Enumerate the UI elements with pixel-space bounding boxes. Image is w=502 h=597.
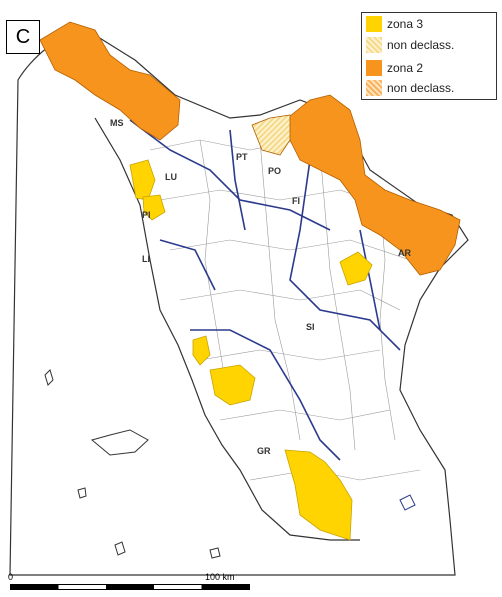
legend-label-zone3: zona 3 — [387, 17, 424, 31]
legend-swatch-zone2 — [366, 60, 382, 76]
legend-swatch-zone2-nondecl — [366, 80, 382, 96]
city-label-fi: FI — [292, 196, 300, 206]
city-label-ms: MS — [110, 118, 124, 128]
islands — [44, 369, 416, 559]
coastline — [94, 117, 360, 541]
zone2-areas — [39, 21, 461, 276]
city-label-ar: AR — [398, 248, 411, 258]
city-label-po: PO — [268, 166, 282, 176]
scale-end-label: 100 km — [205, 572, 235, 582]
city-label-lu: LU — [165, 172, 177, 182]
city-label-si: SI — [306, 322, 315, 332]
legend-row-zone3: zona 3 — [366, 16, 423, 32]
city-label-li: LI — [142, 254, 150, 264]
legend-row-zone2: zona 2 — [366, 60, 423, 76]
legend-swatch-zone3-nondecl — [366, 37, 382, 53]
legend-label-zone3-nondecl: non declass. — [387, 38, 455, 52]
province-borders — [129, 119, 401, 461]
legend: zona 3 non declass. zona 2 non declass. — [361, 12, 497, 100]
panel-label: C — [6, 20, 40, 54]
legend-row-zone3-nondecl: non declass. — [366, 37, 454, 53]
city-label-pi: PI — [142, 210, 151, 220]
scale-bar — [10, 584, 250, 590]
zone2-nondecl-area — [251, 114, 291, 156]
legend-label-zone2: zona 2 — [387, 61, 424, 75]
legend-row-zone2-nondecl: non declass. — [366, 80, 454, 96]
scale-start-label: 0 — [8, 572, 14, 582]
legend-swatch-zone3 — [366, 16, 382, 32]
city-label-pt: PT — [236, 152, 248, 162]
city-label-gr: GR — [257, 446, 271, 456]
zone3-areas — [129, 159, 373, 541]
legend-label-zone2-nondecl: non declass. — [387, 81, 455, 95]
